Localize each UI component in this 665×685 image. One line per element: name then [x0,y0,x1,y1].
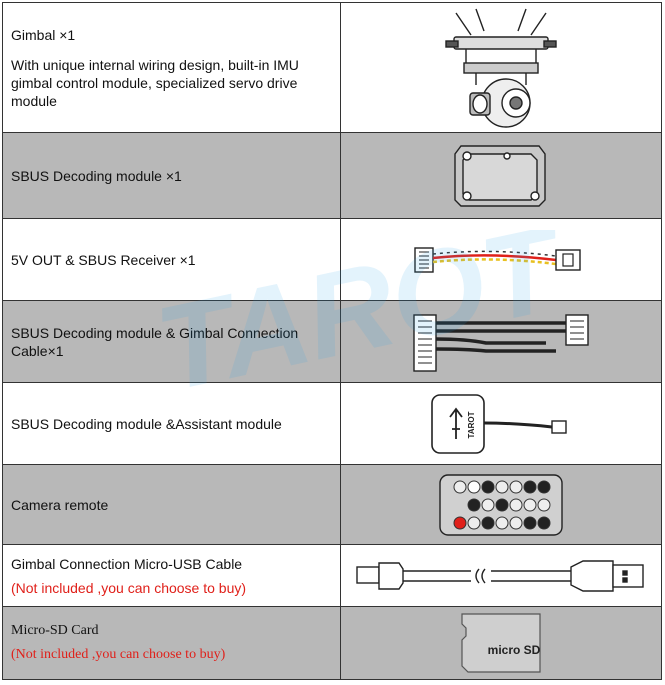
part-name: Micro-SD Card [11,623,99,638]
row-image [339,300,663,383]
part-detail: With unique internal wiring design, buil… [11,56,299,109]
table-row: Gimbal Connection Micro-USB Cable (Not i… [2,544,663,607]
row-image [339,2,663,133]
table-row: Camera remote [2,464,663,545]
not-included-note: (Not included ,you can choose to buy) [11,647,226,662]
table-row: SBUS Decoding module &Assistant module T… [2,382,663,465]
part-name: Camera remote [11,496,109,513]
micro-sd-logo-text: micro SD [487,643,540,657]
row-description: Micro-SD Card (Not included ,you can cho… [2,606,341,680]
row-image: micro SD [339,606,663,680]
row-description: Gimbal ×1 With unique internal wiring de… [2,2,341,133]
row-description: 5V OUT & SBUS Receiver ×1 [2,218,341,301]
row-image [339,132,663,219]
table-row: SBUS Decoding module ×1 [2,132,663,219]
gimbal-icon [445,8,557,128]
part-name: 5V OUT & SBUS Receiver ×1 [11,251,196,268]
row-image [339,544,663,607]
usb-icon [449,407,463,439]
table-row: Micro-SD Card (Not included ,you can cho… [2,606,663,680]
table-row: Gimbal ×1 With unique internal wiring de… [2,2,663,133]
row-image [339,218,663,301]
row-description: SBUS Decoding module ×1 [2,132,341,219]
row-description: SBUS Decoding module & Gimbal Connection… [2,300,341,383]
table-row: SBUS Decoding module & Gimbal Connection… [2,300,663,383]
part-name: Gimbal Connection Micro-USB Cable [11,555,243,572]
part-name: SBUS Decoding module &Assistant module [11,415,282,432]
table-row: 5V OUT & SBUS Receiver ×1 [2,218,663,301]
assistant-module-icon: TAROT [431,393,567,454]
part-name: SBUS Decoding module ×1 [11,167,182,184]
row-description: SBUS Decoding module &Assistant module [2,382,341,465]
receiver-cable-icon [414,246,581,273]
camera-remote-icon [439,473,563,536]
micro-sd-card-icon: micro SD [461,613,541,673]
row-image: TAROT [339,382,663,465]
row-image [339,464,663,545]
micro-usb-cable-icon [356,559,644,592]
assistant-module-label: TAROT [467,411,476,438]
part-name: Gimbal ×1 [11,26,76,43]
row-description: Gimbal Connection Micro-USB Cable (Not i… [2,544,341,607]
not-included-note: (Not included ,you can choose to buy) [11,579,247,596]
row-description: Camera remote [2,464,341,545]
connection-cable-icon [413,313,589,372]
part-name: SBUS Decoding module & Gimbal Connection… [11,324,299,359]
sbus-module-icon [454,144,546,207]
